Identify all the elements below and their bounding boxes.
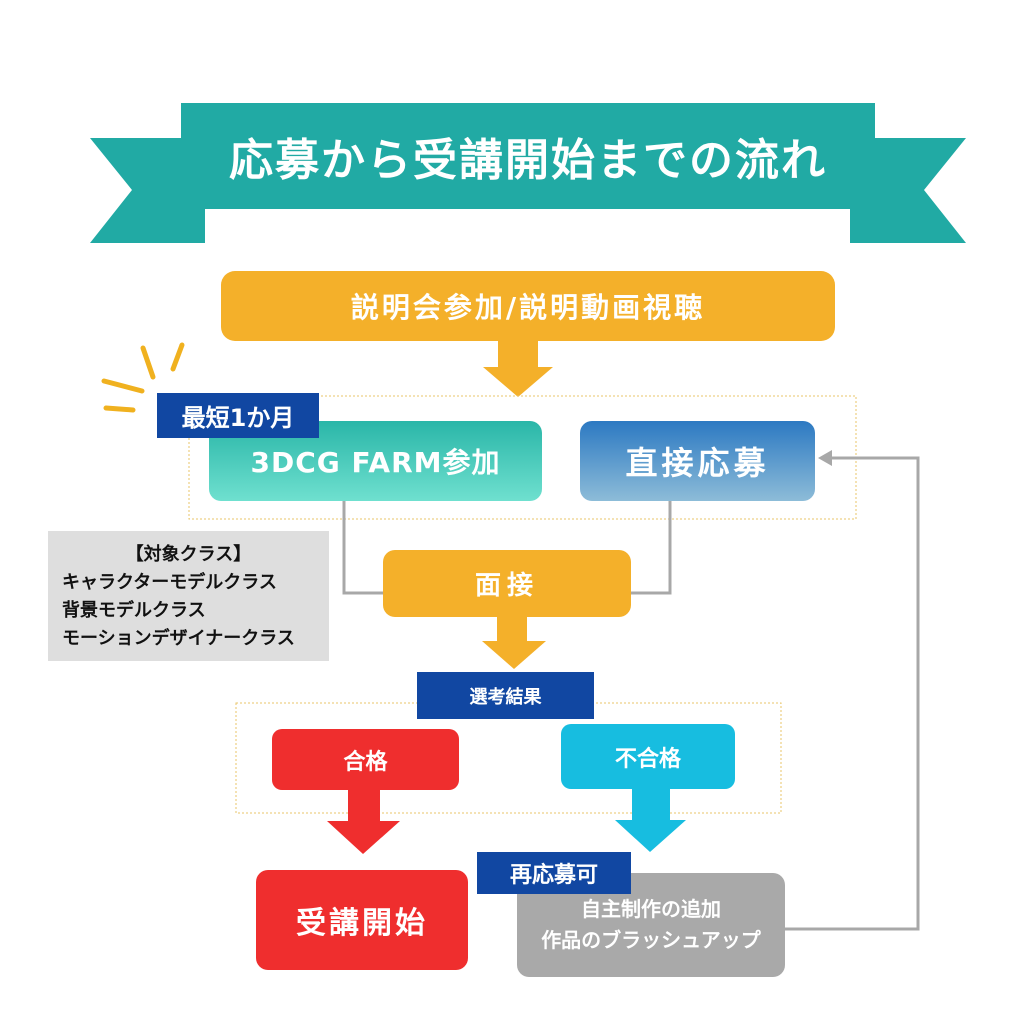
connector-brushup-to-direct	[785, 456, 920, 931]
step-info-session: 説明会参加/説明動画視聴	[221, 271, 835, 341]
target-classes-heading: 【対象クラス】	[125, 544, 252, 565]
page-title: 応募から受講開始までの流れ	[181, 103, 875, 209]
class-item: 背景モデルクラス	[62, 600, 206, 621]
arrow-info-to-options	[483, 340, 553, 397]
class-item: モーションデザイナークラス	[62, 628, 295, 649]
connector-farm-interview	[342, 501, 383, 595]
arrow-pass-to-start	[327, 790, 400, 854]
arrow-fail-to-brushup	[615, 789, 686, 852]
result-badge: 選考結果	[417, 672, 594, 719]
class-item: キャラクターモデルクラス	[62, 572, 277, 593]
result-pass: 合格	[272, 729, 459, 790]
reapply-badge: 再応募可	[477, 852, 631, 894]
step-interview: 面接	[383, 550, 631, 617]
step-direct-apply: 直接応募	[580, 421, 815, 501]
arrow-head-direct	[818, 450, 832, 466]
arrow-interview-to-result	[482, 617, 546, 669]
result-fail: 不合格	[561, 724, 735, 789]
shortest-badge: 最短1か月	[157, 393, 319, 438]
connector-direct-interview	[631, 501, 672, 595]
ribbon-right-tail	[850, 138, 966, 243]
ribbon-left-tail	[90, 138, 205, 243]
brushup-line-1: 自主制作の追加	[581, 897, 721, 921]
sparkle-icon	[101, 342, 185, 413]
step-course-start: 受講開始	[256, 870, 468, 970]
brushup-line-2: 作品のブラッシュアップ	[541, 928, 761, 952]
target-classes-box: 【対象クラス】 キャラクターモデルクラス 背景モデルクラス モーションデザイナー…	[48, 531, 329, 661]
